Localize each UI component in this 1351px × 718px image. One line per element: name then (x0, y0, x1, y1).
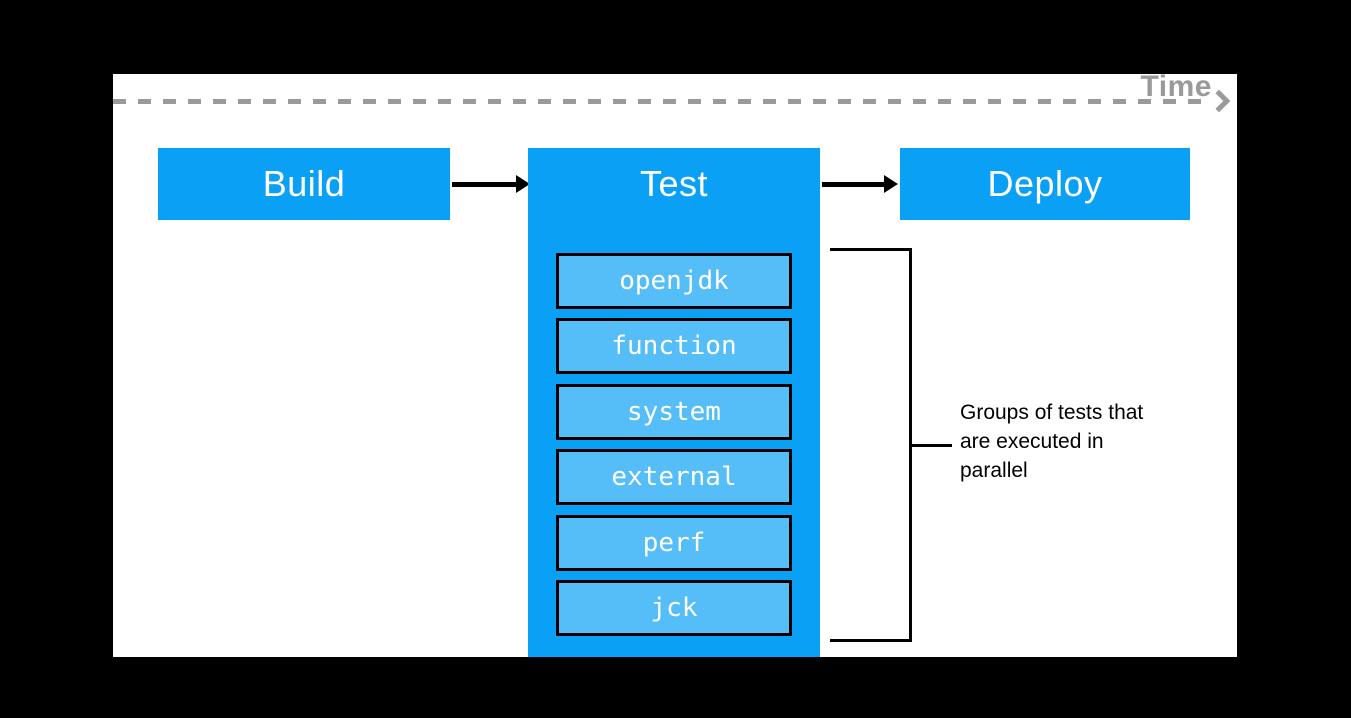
bracket-callout-tick (909, 444, 952, 447)
time-axis-label: Time (1140, 70, 1212, 103)
test-group-jck: jck (556, 580, 792, 636)
test-group-openjdk-label: openjdk (619, 266, 729, 296)
bracket-bottom-line (830, 639, 912, 642)
test-group-openjdk: openjdk (556, 253, 792, 309)
stage-deploy: Deploy (900, 148, 1190, 220)
stage-build: Build (158, 148, 450, 220)
parallel-tests-annotation: Groups of tests that are executed in par… (960, 398, 1190, 485)
test-group-system: system (556, 384, 792, 440)
annotation-line-2: are executed in (960, 430, 1104, 453)
arrow-build-to-test-icon (452, 175, 530, 193)
test-group-function: function (556, 318, 792, 374)
test-group-perf: perf (556, 515, 792, 571)
test-group-perf-label: perf (642, 528, 706, 558)
test-group-jck-label: jck (650, 593, 698, 623)
bracket-top-line (830, 248, 912, 251)
annotation-line-3: parallel (960, 459, 1028, 482)
test-group-system-label: system (627, 397, 721, 427)
stage-test-label: Test (639, 163, 709, 204)
annotation-line-1: Groups of tests that (960, 401, 1144, 424)
stage-build-label: Build (262, 163, 346, 204)
test-group-external: external (556, 449, 792, 505)
arrow-test-to-deploy-icon (822, 175, 898, 193)
test-group-function-label: function (611, 331, 737, 361)
test-group-external-label: external (611, 462, 737, 492)
time-axis-dashed-line (113, 99, 1213, 104)
stage-deploy-label: Deploy (987, 163, 1103, 204)
stage-test: Test openjdk function system external pe… (528, 148, 820, 657)
